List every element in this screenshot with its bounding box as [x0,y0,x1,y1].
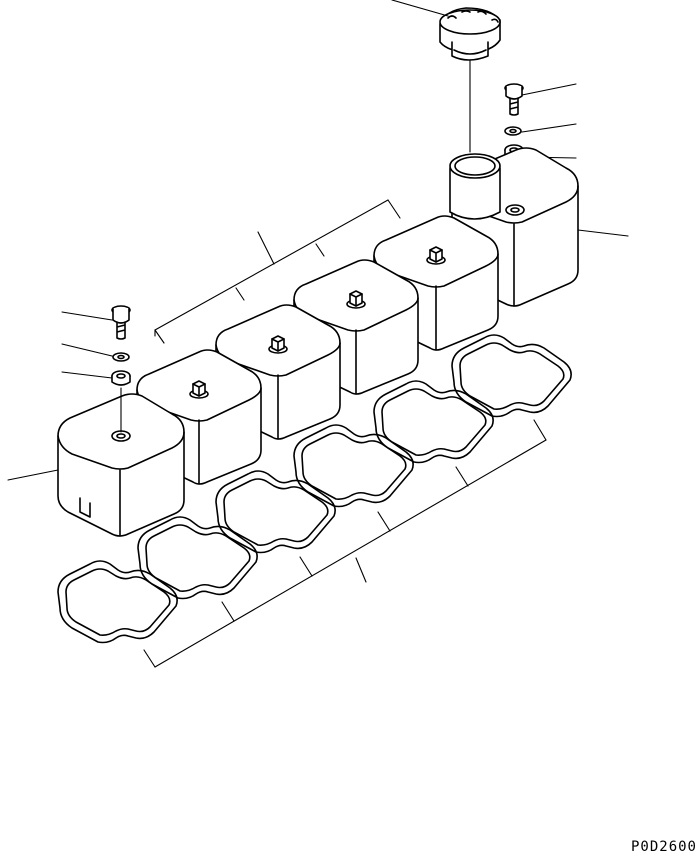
cover-gasket-icon-1 [57,560,178,644]
bolt-icon-right [504,83,524,116]
washer-icon-right [504,126,522,136]
cover-gasket-icon-4 [293,424,414,508]
cover-gasket-icon-6 [451,334,572,418]
drawing-code: P0D2600 [630,839,697,855]
cover-gasket-icon-3 [215,470,336,554]
oil-filler-cap-icon [439,7,501,153]
filler-tube-icon [449,153,501,220]
cylinder-head-cover-icon-1 [57,393,185,537]
gasket-group-bracket [143,419,547,668]
washer-icon-left [112,352,130,362]
cover-group-bracket [154,199,401,344]
grommet-icon-left [111,370,131,433]
bolt-icon-left [111,305,131,340]
